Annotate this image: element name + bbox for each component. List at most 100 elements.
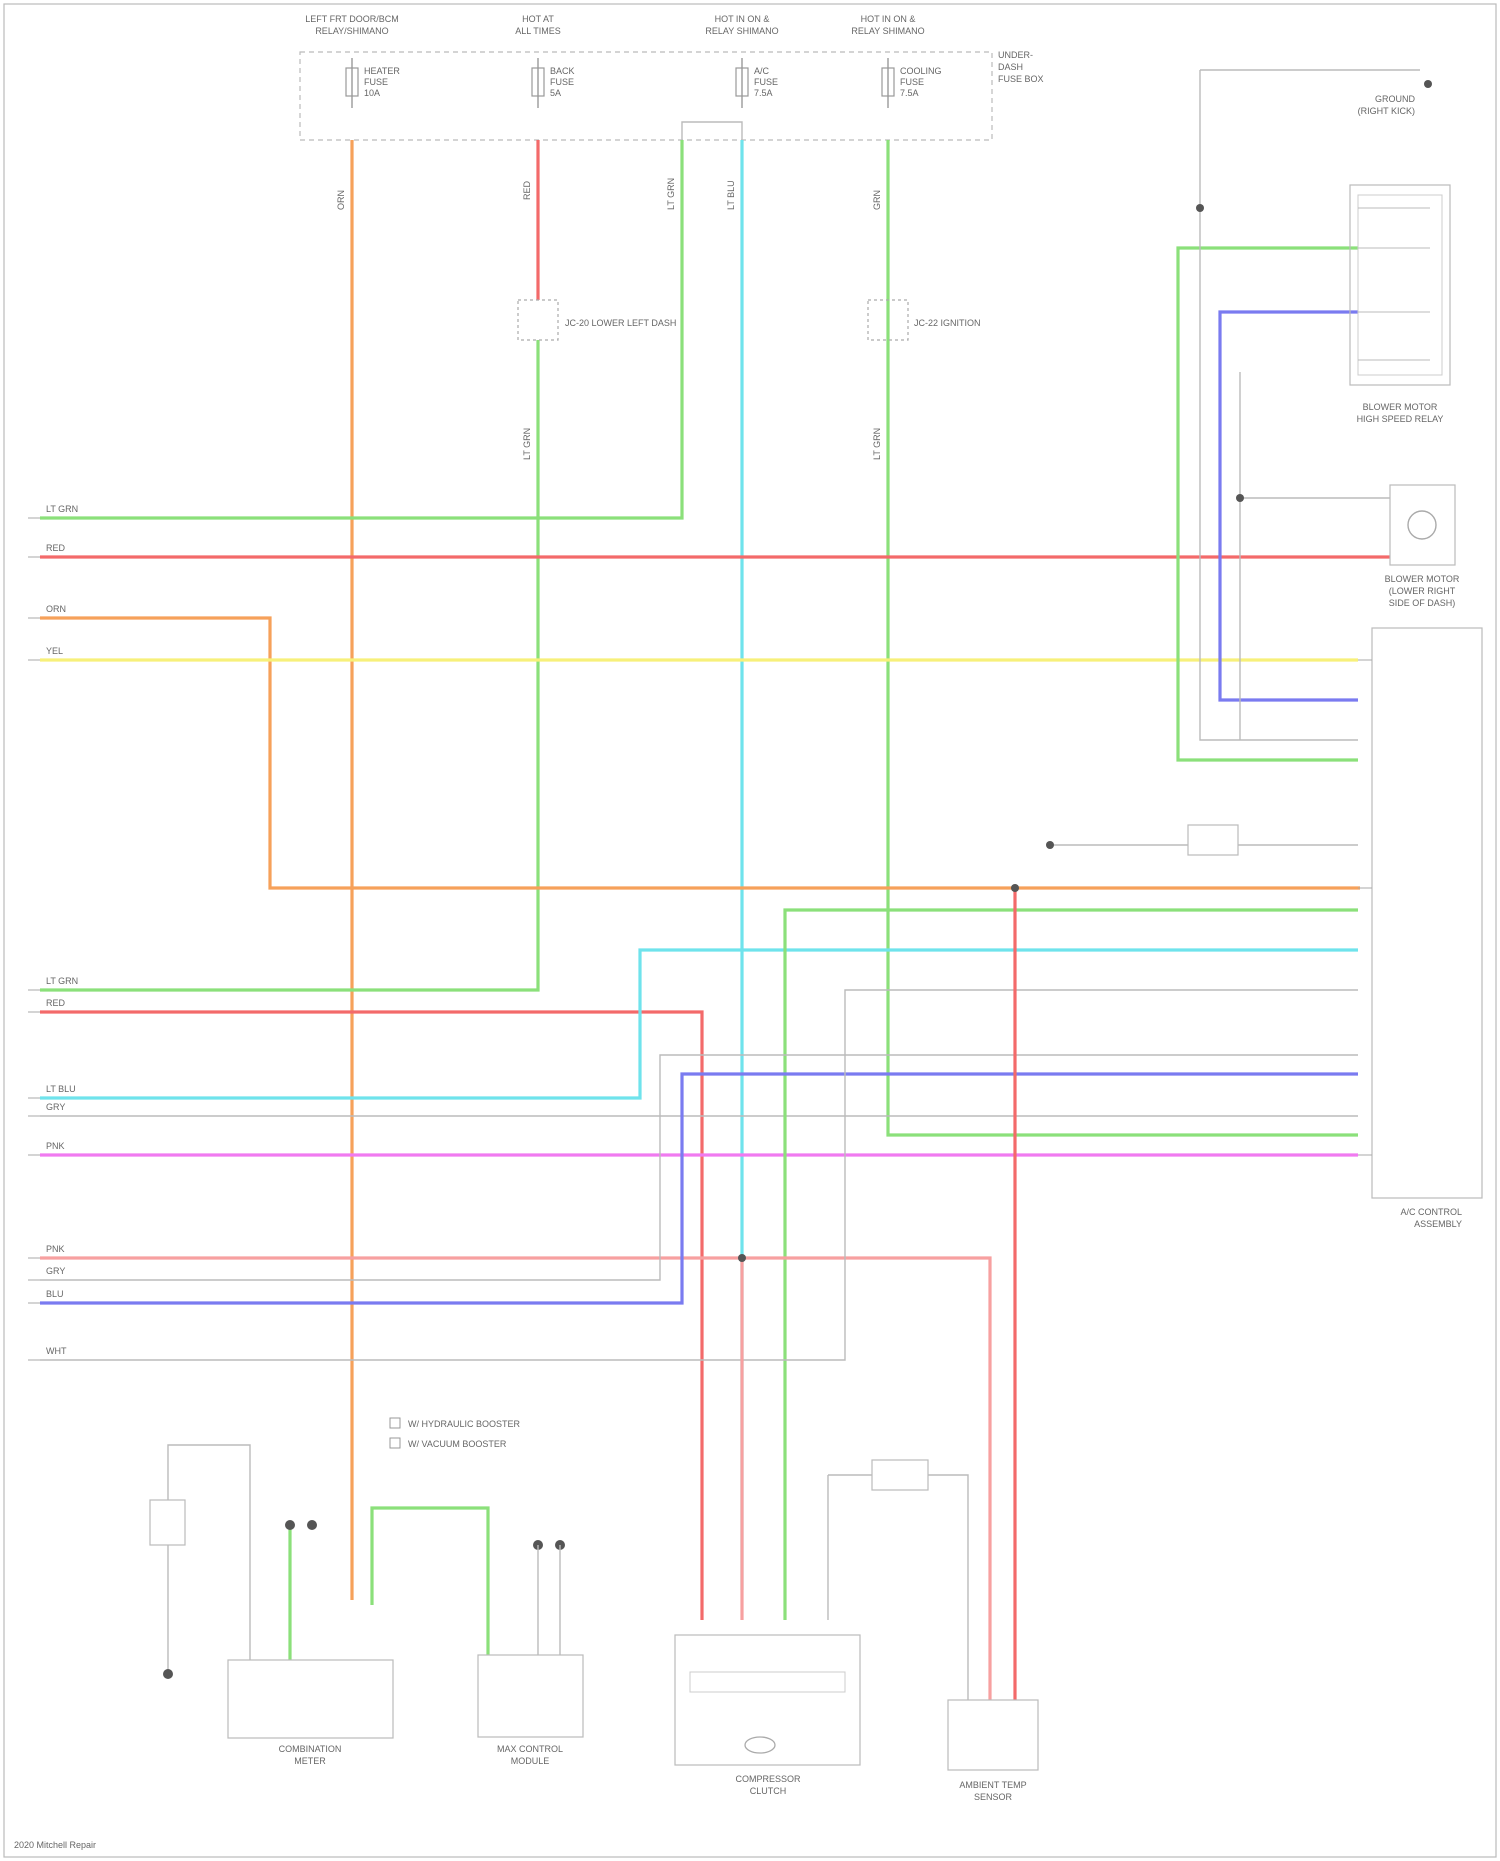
blower-motor: BLOWER MOTOR (LOWER RIGHT SIDE OF DASH) bbox=[1385, 485, 1460, 608]
wire-label-ltgrn-top: LT GRN bbox=[666, 178, 676, 210]
ambient-sensor-line1: AMBIENT TEMP bbox=[959, 1780, 1026, 1790]
combination-meter-line1: COMBINATION bbox=[279, 1744, 342, 1754]
lower-left-dash-component bbox=[1046, 825, 1358, 855]
fuse-header-1-line2: RELAY/SHIMANO bbox=[315, 26, 388, 36]
max-control-line2: MODULE bbox=[511, 1756, 550, 1766]
max-control-line1: MAX CONTROL bbox=[497, 1744, 563, 1754]
splice-dot bbox=[1196, 204, 1204, 212]
row-label-pnk-3: PNK bbox=[46, 1141, 65, 1151]
blower-motor-line2: (LOWER RIGHT bbox=[1389, 586, 1456, 596]
wire-ltblue-row bbox=[40, 950, 1358, 1098]
fuse-header-4-line1: HOT IN ON & bbox=[861, 14, 916, 24]
wire-label-grn-mid: LT GRN bbox=[872, 428, 882, 460]
fuse-header-1: LEFT FRT DOOR/BCM RELAY/SHIMANO bbox=[305, 14, 399, 36]
row-label-red-1: RED bbox=[46, 543, 66, 553]
fuse-2-line3: 5A bbox=[550, 88, 561, 98]
fuse-4-line2: FUSE bbox=[900, 77, 924, 87]
fuse-header-2: HOT AT ALL TIMES bbox=[515, 14, 561, 36]
bottom-left-connector bbox=[150, 1445, 250, 1679]
wire-label-ltblu-top: LT BLU bbox=[726, 180, 736, 210]
blower-relay-line2: HIGH SPEED RELAY bbox=[1357, 414, 1444, 424]
diagram-frame bbox=[4, 4, 1496, 1857]
ac-control-line2: ASSEMBLY bbox=[1414, 1219, 1462, 1229]
compressor-clutch: COMPRESSOR CLUTCH bbox=[675, 1635, 860, 1796]
wire-label-ltgrn-mid: LT GRN bbox=[522, 428, 532, 460]
ground-right-line1: GROUND bbox=[1375, 94, 1415, 104]
wire-gray-ground-right bbox=[1200, 70, 1358, 740]
fuse-2-line2: FUSE bbox=[550, 77, 574, 87]
fuse-1-line3: 10A bbox=[364, 88, 380, 98]
connector-jc22: JC-22 IGNITION bbox=[868, 300, 981, 340]
fuse-symbol-2: BACK FUSE 5A bbox=[532, 58, 575, 108]
fuse-3-line1: A/C bbox=[754, 66, 770, 76]
connector-jc20-label: JC-20 LOWER LEFT DASH bbox=[565, 318, 676, 328]
fuse-4-line1: COOLING bbox=[900, 66, 942, 76]
ac-control-line1: A/C CONTROL bbox=[1400, 1207, 1462, 1217]
wire-ltgreen-row1 bbox=[40, 140, 682, 518]
wire-green-fuse4 bbox=[888, 140, 1358, 1135]
fuse-box-label: UNDER- DASH FUSE BOX bbox=[998, 50, 1044, 84]
fuse-header-3-line2: RELAY SHIMANO bbox=[705, 26, 778, 36]
compressor-clutch-line1: COMPRESSOR bbox=[735, 1774, 801, 1784]
blower-relay-line1: BLOWER MOTOR bbox=[1363, 402, 1438, 412]
blower-relay: BLOWER MOTOR HIGH SPEED RELAY bbox=[1350, 185, 1450, 424]
fuse-header-4-line2: RELAY SHIMANO bbox=[851, 26, 924, 36]
fuse-header-2-line2: ALL TIMES bbox=[515, 26, 561, 36]
legend-2: W/ VACUUM BOOSTER bbox=[408, 1439, 507, 1449]
fuse-4-line3: 7.5A bbox=[900, 88, 919, 98]
wire-green-meter bbox=[372, 1508, 488, 1655]
legend-1: W/ HYDRAULIC BOOSTER bbox=[408, 1419, 521, 1429]
fuse-symbol-1: HEATER FUSE 10A bbox=[346, 58, 400, 108]
ground-right-kick: GROUND (RIGHT KICK) bbox=[1358, 80, 1432, 116]
connector-jc22-label: JC-22 IGNITION bbox=[914, 318, 981, 328]
fuse-symbol-3: A/C FUSE 7.5A bbox=[736, 58, 778, 108]
legend: W/ HYDRAULIC BOOSTER W/ VACUUM BOOSTER bbox=[390, 1418, 521, 1449]
max-control-module: MAX CONTROL MODULE bbox=[478, 1540, 583, 1766]
fuse-1-line1: HEATER bbox=[364, 66, 400, 76]
fuse-header-4: HOT IN ON & RELAY SHIMANO bbox=[851, 14, 924, 36]
wire-gray-bottom bbox=[40, 1055, 1358, 1280]
row-label-pnk-4: PNK bbox=[46, 1244, 65, 1254]
row-label-gry-3: GRY bbox=[46, 1102, 65, 1112]
ac-control-assembly: A/C CONTROL ASSEMBLY bbox=[1358, 628, 1482, 1229]
row-label-wht-5: WHT bbox=[46, 1346, 67, 1356]
wire-gray-fuse3-loop bbox=[682, 122, 742, 140]
combination-meter-line2: METER bbox=[294, 1756, 326, 1766]
fuse-header-3: HOT IN ON & RELAY SHIMANO bbox=[705, 14, 778, 36]
left-terminals bbox=[28, 518, 40, 1360]
wire-blue-bottom bbox=[40, 1074, 1358, 1303]
row-label-blu-4: BLU bbox=[46, 1289, 64, 1299]
fuse-box-line2: DASH bbox=[998, 62, 1023, 72]
wire-green-relay bbox=[1178, 248, 1358, 760]
wire-label-grn-top: GRN bbox=[872, 190, 882, 210]
row-label-orn-1: ORN bbox=[46, 604, 66, 614]
fuse-box-line1: UNDER- bbox=[998, 50, 1033, 60]
row-label-red-2: RED bbox=[46, 998, 66, 1008]
fuse-header-1-line1: LEFT FRT DOOR/BCM bbox=[305, 14, 399, 24]
row-label-yel-1: YEL bbox=[46, 646, 63, 656]
row-label-ltgrn-1: LT GRN bbox=[46, 504, 78, 514]
splice-dot bbox=[1236, 494, 1244, 502]
fuse-box-line3: FUSE BOX bbox=[998, 74, 1044, 84]
fuse-2-line1: BACK bbox=[550, 66, 575, 76]
fuse-symbol-4: COOLING FUSE 7.5A bbox=[882, 58, 942, 108]
wire-green-left-2 bbox=[40, 340, 538, 990]
fuse-3-line3: 7.5A bbox=[754, 88, 773, 98]
fuse-header-2-line1: HOT AT bbox=[522, 14, 554, 24]
row-label-ltblu-3: LT BLU bbox=[46, 1084, 76, 1094]
ground-right-line2: (RIGHT KICK) bbox=[1358, 106, 1415, 116]
splice-dot bbox=[738, 1254, 746, 1262]
connector-jc20: JC-20 LOWER LEFT DASH bbox=[518, 300, 676, 340]
row-label-ltgrn-2: LT GRN bbox=[46, 976, 78, 986]
ambient-sensor-line2: SENSOR bbox=[974, 1792, 1013, 1802]
wire-green-ac-row bbox=[785, 910, 1358, 1620]
fuse-1-line2: FUSE bbox=[364, 77, 388, 87]
blower-motor-line3: SIDE OF DASH) bbox=[1389, 598, 1456, 608]
row-label-gry-4: GRY bbox=[46, 1266, 65, 1276]
fuse-header-3-line1: HOT IN ON & bbox=[715, 14, 770, 24]
footer-credit: 2020 Mitchell Repair bbox=[14, 1840, 96, 1850]
fuse-3-line2: FUSE bbox=[754, 77, 778, 87]
blower-motor-line1: BLOWER MOTOR bbox=[1385, 574, 1460, 584]
